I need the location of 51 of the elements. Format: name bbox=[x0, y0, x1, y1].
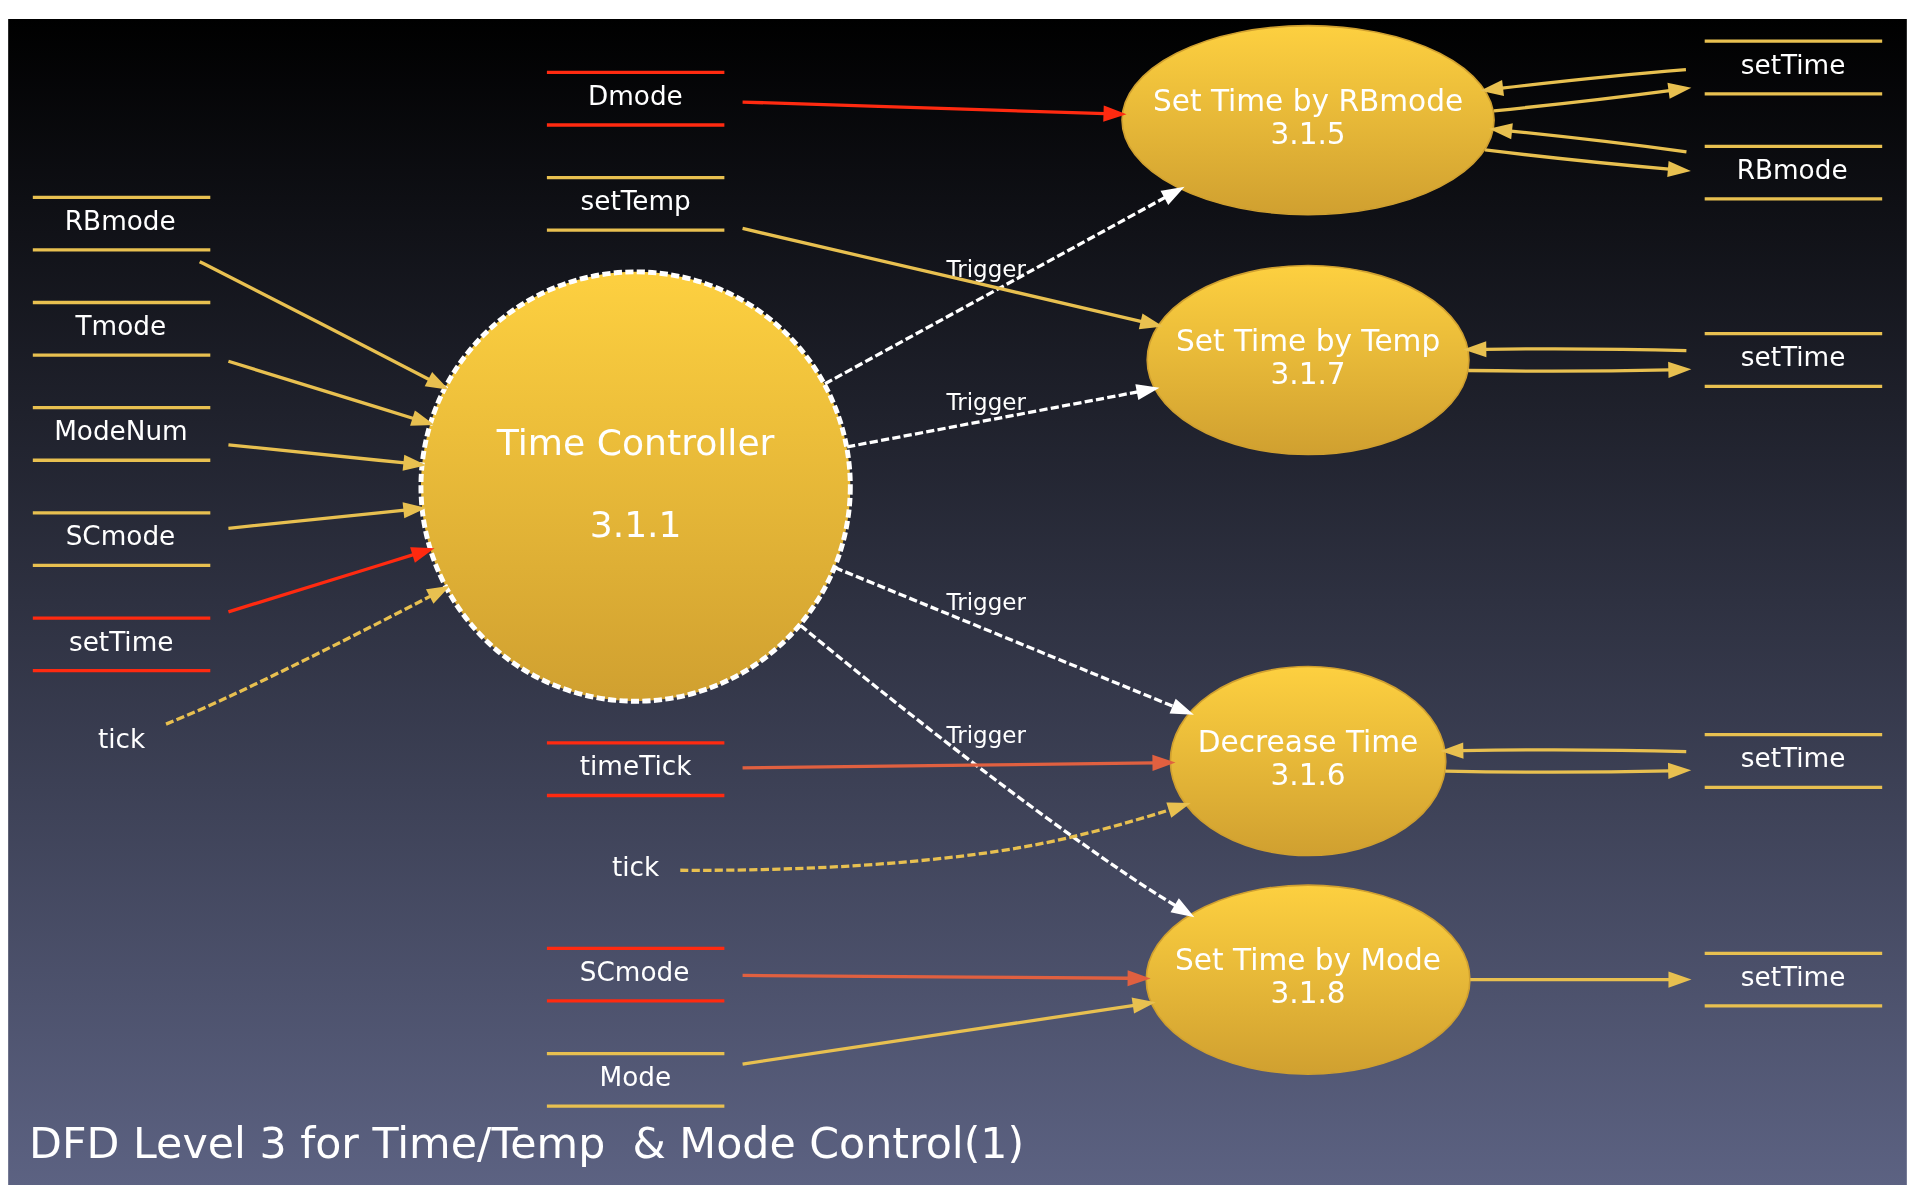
arrow bbox=[1463, 341, 1687, 358]
arrow bbox=[1489, 123, 1687, 154]
node-text: Dmode bbox=[587, 80, 683, 111]
arrow bbox=[1468, 361, 1692, 378]
arrow bbox=[228, 502, 427, 530]
node-text: Mode bbox=[599, 1062, 672, 1093]
arrow bbox=[846, 384, 1160, 449]
edge-label: Trigger bbox=[946, 255, 1026, 282]
node-text: setTime bbox=[1740, 743, 1846, 774]
edge-label: Trigger bbox=[946, 722, 1026, 749]
arrow bbox=[1484, 148, 1691, 177]
caption: DFD Level 3 for Time/Temp & Mode Control(1) bbox=[29, 1118, 1025, 1169]
node-text: tick bbox=[97, 723, 146, 754]
node-ellipse: Set Time by Temp 3.1.7 bbox=[1146, 264, 1470, 456]
arrow bbox=[1445, 762, 1692, 779]
node-circle: Time Controller 3.1.1 bbox=[418, 269, 853, 704]
node-text: setTemp bbox=[580, 186, 691, 217]
edge-label: Trigger bbox=[946, 589, 1026, 616]
node-ellipse: Set Time by RBmode 3.1.5 bbox=[1121, 24, 1495, 216]
arrow bbox=[1440, 742, 1687, 759]
node-text: timeTick bbox=[579, 751, 692, 782]
node-text: RBmode bbox=[1736, 154, 1848, 185]
node-text: SCmode bbox=[579, 956, 690, 987]
arrow bbox=[1493, 82, 1692, 113]
arrow bbox=[165, 585, 451, 726]
arrow bbox=[742, 997, 1156, 1066]
node-text: setTime bbox=[1740, 342, 1846, 373]
arrow bbox=[227, 547, 435, 614]
node-text: setTime bbox=[1740, 961, 1846, 992]
arrow bbox=[680, 802, 1191, 872]
arrow bbox=[1470, 971, 1692, 988]
arrow bbox=[742, 226, 1164, 330]
arrow bbox=[742, 100, 1127, 122]
node-text: setTime bbox=[68, 626, 174, 657]
edge-label: Trigger bbox=[946, 388, 1026, 415]
node-text: setTime bbox=[1740, 49, 1846, 80]
arrow bbox=[1480, 68, 1687, 97]
node-text: SCmode bbox=[65, 521, 176, 552]
node-text: RBmode bbox=[64, 205, 176, 236]
arrow bbox=[824, 186, 1185, 386]
node-text: Tmode bbox=[75, 311, 167, 342]
node-ellipse: Set Time by Mode 3.1.8 bbox=[1145, 884, 1471, 1075]
arrow bbox=[742, 754, 1176, 771]
arrow bbox=[228, 443, 427, 471]
arrow bbox=[742, 970, 1151, 987]
arrow bbox=[834, 566, 1194, 715]
arrow bbox=[198, 260, 449, 390]
node-text: tick bbox=[612, 851, 660, 882]
arrow bbox=[799, 624, 1195, 918]
arrow bbox=[227, 359, 435, 426]
node-text: ModeNum bbox=[54, 416, 188, 447]
